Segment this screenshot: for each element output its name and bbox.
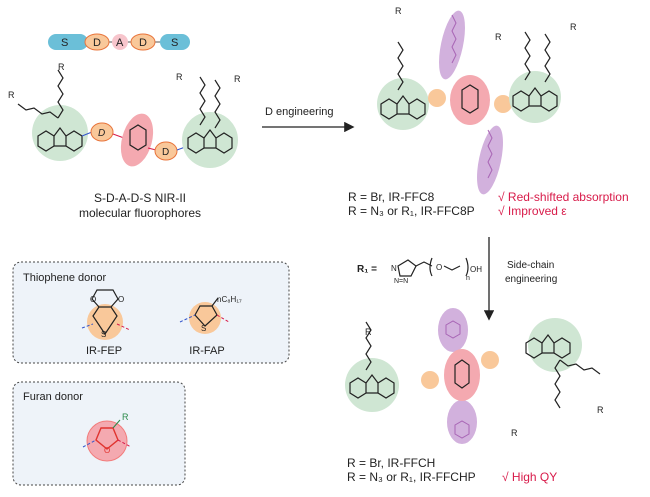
d-block	[130, 33, 156, 51]
ffc8-line1: R = Br, IR-FFC8	[348, 190, 435, 204]
side-chain-line1: Side-chain	[507, 260, 554, 271]
o-atom: O	[104, 446, 110, 455]
sdads-molecule: R R D D R R	[8, 62, 241, 168]
n-subscript: n	[466, 275, 470, 282]
r-label: R	[395, 6, 402, 16]
ffch-line2: R = N₃ or R₁, IR-FFCHP	[347, 470, 476, 484]
benefit-improved-epsilon: √ Improved ε	[498, 204, 567, 218]
r-label: R	[234, 74, 241, 84]
o-atom: O	[90, 295, 96, 304]
o-atom: O	[118, 295, 124, 304]
a-label: A	[116, 37, 124, 49]
s-block	[160, 34, 190, 50]
donor-label: D	[98, 128, 105, 139]
ir-fap-label: IR-FAP	[189, 345, 224, 357]
o-atom: O	[436, 263, 442, 272]
r1-definition: R₁ = N N=N O n OH	[357, 257, 482, 285]
furan-r-label: R	[122, 412, 129, 422]
s-block	[48, 34, 88, 50]
benefit-red-shifted: √ Red-shifted absorption	[498, 190, 629, 204]
s-label: S	[171, 37, 178, 49]
r-label: R	[570, 22, 577, 32]
s-atom: S	[101, 330, 106, 339]
ir-ffch-molecule: R R R	[345, 308, 604, 444]
caption-line1: S-D-A-D-S NIR-II	[94, 191, 186, 205]
s-label: S	[61, 37, 68, 49]
benefit-high-qy: √ High QY	[502, 470, 557, 484]
d-label: D	[139, 37, 147, 49]
sdads-schematic: S D A D S	[48, 33, 190, 51]
d-engineering-label: D engineering	[265, 106, 334, 118]
r-label: R	[511, 428, 518, 438]
side-chain-line2: engineering	[505, 274, 557, 285]
nn-atoms: N=N	[394, 278, 408, 285]
r-label: R	[8, 90, 15, 100]
s-atom: S	[201, 324, 206, 333]
thiophene-donor-box: Thiophene donor O O S IR-FEP S nC₈H₁₇ IR…	[12, 261, 290, 364]
r-label: R	[495, 32, 502, 42]
a-block	[112, 34, 128, 50]
furan-title: Furan donor	[23, 391, 83, 403]
ffc8-line2: R = N₃ or R₁, IR-FFC8P	[348, 204, 475, 218]
furan-donor-box: Furan donor O R	[12, 381, 186, 486]
thiophene-title: Thiophene donor	[23, 272, 107, 284]
d-label: D	[93, 37, 101, 49]
ir-ffc8-molecule: R R R	[377, 6, 577, 195]
r-label: R	[597, 405, 604, 415]
caption-line2: molecular fluorophores	[79, 206, 201, 220]
r-label: R	[365, 327, 372, 337]
oh-group: OH	[470, 265, 482, 274]
donor-label: D	[162, 147, 169, 158]
r-label: R	[58, 62, 65, 72]
ir-fap-substituent: nC₈H₁₇	[217, 295, 242, 304]
d-block	[84, 33, 110, 51]
r1-label: R₁ =	[357, 264, 377, 275]
r-label: R	[176, 72, 183, 82]
n-atom: N	[391, 264, 397, 273]
ffch-line1: R = Br, IR-FFCH	[347, 456, 435, 470]
ir-fep-label: IR-FEP	[86, 345, 122, 357]
